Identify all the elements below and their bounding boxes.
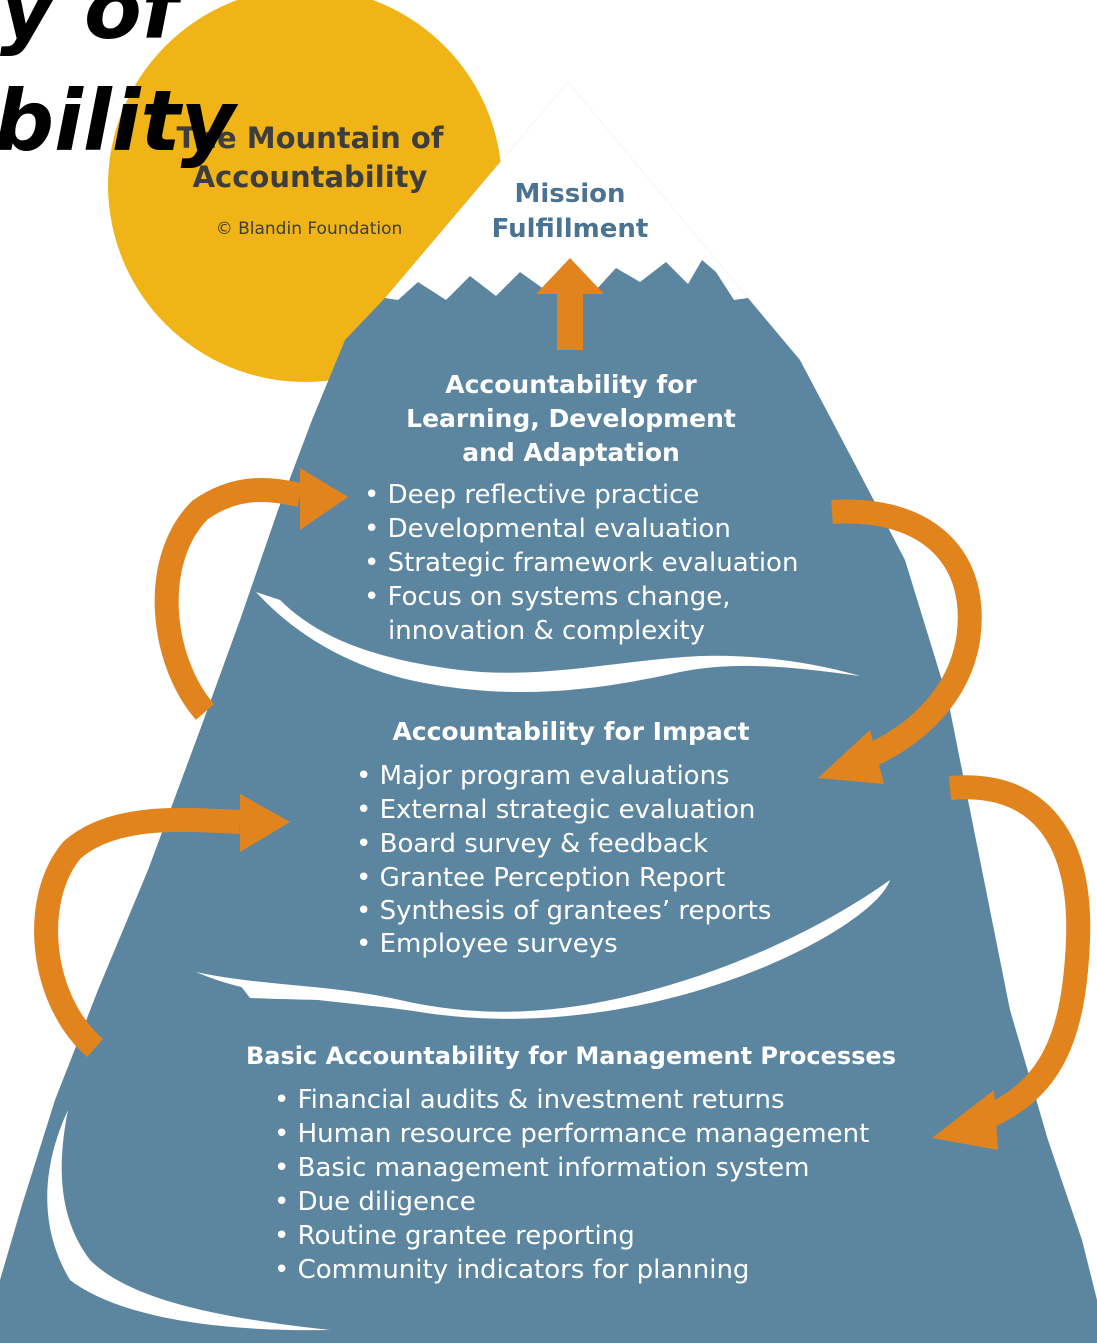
peak-line2: Fulfillment bbox=[492, 214, 649, 244]
arrow-right-upper-head bbox=[818, 730, 884, 784]
tier-impact: Accountability for Impact • Major progra… bbox=[356, 717, 771, 959]
snow-band-middle bbox=[196, 880, 890, 1019]
tier-impact-item: • External strategic evaluation bbox=[356, 795, 755, 825]
arrow-left-lower-head bbox=[240, 794, 290, 852]
tier-basic-item: • Routine grantee reporting bbox=[274, 1221, 635, 1251]
snow-cap bbox=[385, 82, 748, 300]
tier-learning-item: • Strategic framework evaluation bbox=[364, 548, 798, 578]
tier-learning-heading-1: Accountability for bbox=[445, 370, 697, 399]
sun-title-line1: The Mountain of bbox=[177, 121, 444, 155]
tier-impact-item: • Synthesis of grantees’ reports bbox=[356, 896, 771, 926]
tier-basic-heading: Basic Accountability for Management Proc… bbox=[246, 1042, 896, 1070]
arrow-up-to-peak bbox=[536, 258, 604, 350]
tier-basic: Basic Accountability for Management Proc… bbox=[246, 1042, 896, 1285]
arrow-right-upper bbox=[831, 499, 982, 772]
arrow-left-lower bbox=[34, 807, 241, 1058]
arrow-left-upper-head bbox=[300, 468, 348, 530]
arrow-left-upper bbox=[154, 477, 303, 720]
arrow-right-lower-head bbox=[932, 1090, 998, 1150]
tier-basic-item: • Community indicators for planning bbox=[274, 1255, 749, 1285]
tier-learning: Accountability for Learning, Development… bbox=[364, 370, 798, 646]
tier-learning-heading-2: Learning, Development bbox=[406, 404, 736, 433]
tier-basic-item: • Financial audits & investment returns bbox=[274, 1085, 785, 1115]
tier-learning-item: • Developmental evaluation bbox=[364, 514, 731, 544]
snow-band-upper bbox=[256, 592, 860, 693]
tier-impact-heading: Accountability for Impact bbox=[392, 717, 749, 746]
overlay-title-line2: bility bbox=[0, 72, 239, 170]
overlay-title-line1: y of bbox=[0, 0, 188, 58]
arrow-right-lower bbox=[948, 775, 1091, 1130]
tier-impact-item: • Grantee Perception Report bbox=[356, 863, 725, 893]
tier-learning-item: • Focus on systems change, bbox=[364, 582, 731, 612]
snow-band-middle-left bbox=[240, 985, 390, 1002]
tier-learning-item: • Deep reflective practice bbox=[364, 480, 699, 510]
tier-basic-item: • Due diligence bbox=[274, 1187, 476, 1217]
sun-title-line2: Accountability bbox=[193, 160, 428, 194]
tier-impact-item: • Employee surveys bbox=[356, 929, 618, 959]
peak-line1: Mission bbox=[514, 179, 625, 209]
tier-learning-heading-3: and Adaptation bbox=[462, 438, 680, 467]
mountain-body bbox=[0, 82, 1097, 1343]
tier-learning-item: innovation & complexity bbox=[388, 616, 705, 646]
tier-impact-item: • Board survey & feedback bbox=[356, 829, 708, 859]
tier-basic-item: • Human resource performance management bbox=[274, 1119, 869, 1149]
tier-basic-item: • Basic management information system bbox=[274, 1153, 809, 1183]
sun-copyright: © Blandin Foundation bbox=[216, 219, 403, 239]
tier-impact-item: • Major program evaluations bbox=[356, 761, 730, 791]
